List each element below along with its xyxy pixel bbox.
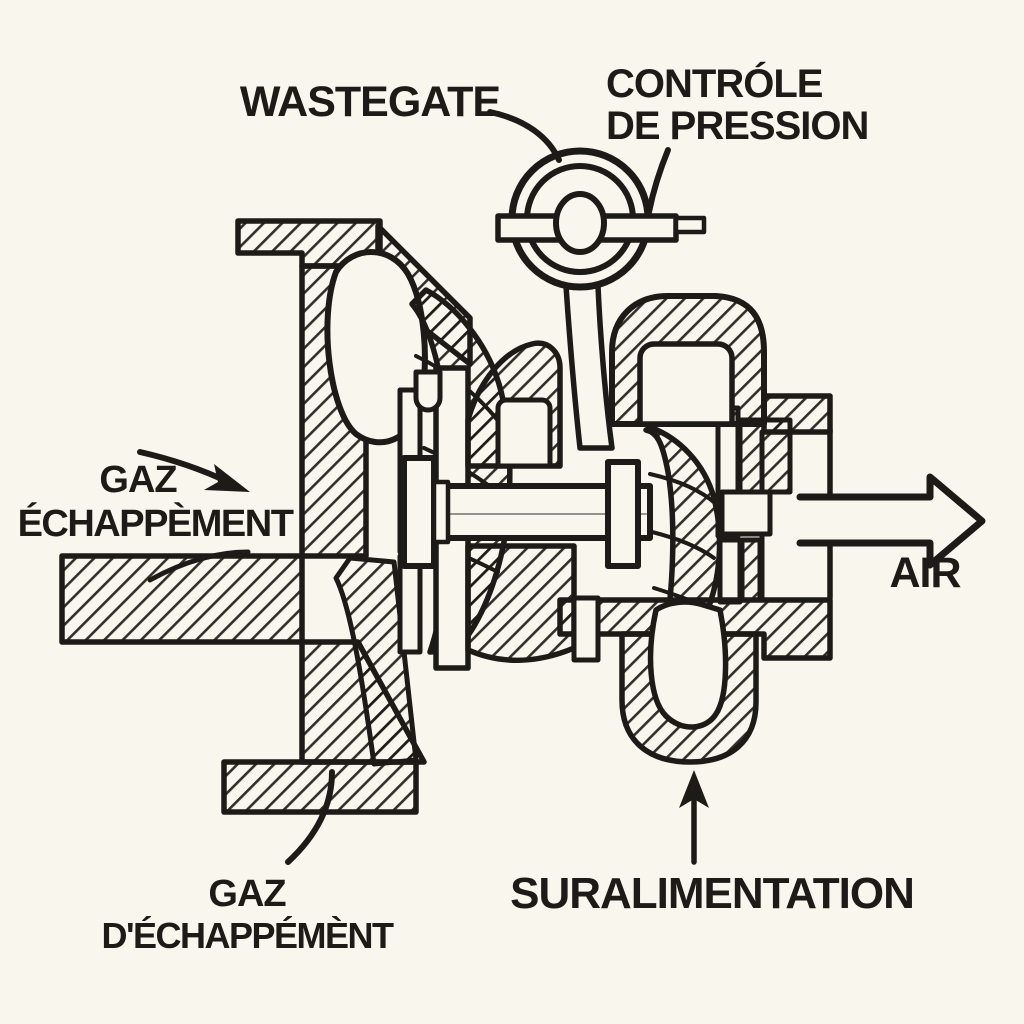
label-wastegate: WASTEGATE: [240, 78, 500, 126]
actuator-diaphragm-hub: [553, 191, 607, 255]
shaft-washer: [431, 479, 451, 545]
compressor-volute-opening-bottom: [647, 599, 729, 730]
turbine-bottom-flange: [221, 759, 419, 815]
label-exhaust-outlet-line2: D'ÉCHAPPÉMÈNT: [101, 915, 394, 956]
compressor-internals: [715, 405, 793, 605]
air-flow-arrow: [796, 473, 986, 569]
label-boost: SURALIMENTATION: [510, 869, 914, 918]
backplate: [397, 553, 423, 655]
turbine-left-flange-bar: [59, 553, 305, 645]
compressor-volute-opening-top: [637, 341, 735, 427]
exhaust-inlet-under-curve: [147, 549, 251, 583]
wastegate-leader: [487, 109, 562, 163]
compressor-blade-line: [650, 530, 716, 560]
diffuser-plate: [719, 489, 773, 537]
label-exhaust-inlet-line2: ÉCHAPPÈMENT: [18, 501, 294, 545]
turbine-shroud-band: [333, 555, 419, 767]
exhaust-inlet-arrow-head: [204, 464, 250, 492]
label-exhaust-outlet-line1: GAZ: [208, 873, 286, 915]
label-pressure-control-line1: CONTRÓLE: [606, 60, 823, 106]
annotations: [137, 109, 986, 865]
shaft-collar-right: [605, 459, 641, 569]
shaft-collar-left: [401, 455, 437, 569]
label-pressure-control-line2: DE PRESSION: [606, 104, 868, 148]
wastegate-actuator: [495, 147, 707, 451]
heat-shield-clip: [413, 369, 443, 413]
diffuser-hatch-bottom: [739, 537, 763, 603]
boost-arrow-head: [679, 770, 709, 808]
label-air: AIR: [889, 549, 961, 597]
actuator-bracket-tab: [673, 215, 707, 235]
rotor-shaft: [401, 455, 653, 569]
outlet-top-flange: [761, 393, 833, 435]
compressor-housing: [557, 293, 833, 765]
pressure-control-leader: [646, 147, 671, 215]
compressor-backplate: [717, 537, 743, 605]
flange-slot: [571, 595, 601, 663]
wastegate-rod: [563, 283, 615, 451]
label-exhaust-inlet-line1: GAZ: [99, 459, 177, 501]
wastegate-port-pocket: [495, 397, 553, 469]
compressor-blade-line: [648, 472, 718, 506]
text-labels: WASTEGATE CONTRÓLE DE PRESSION GAZ ÉCHAP…: [18, 60, 963, 956]
exhaust-outlet-leader: [285, 769, 335, 865]
